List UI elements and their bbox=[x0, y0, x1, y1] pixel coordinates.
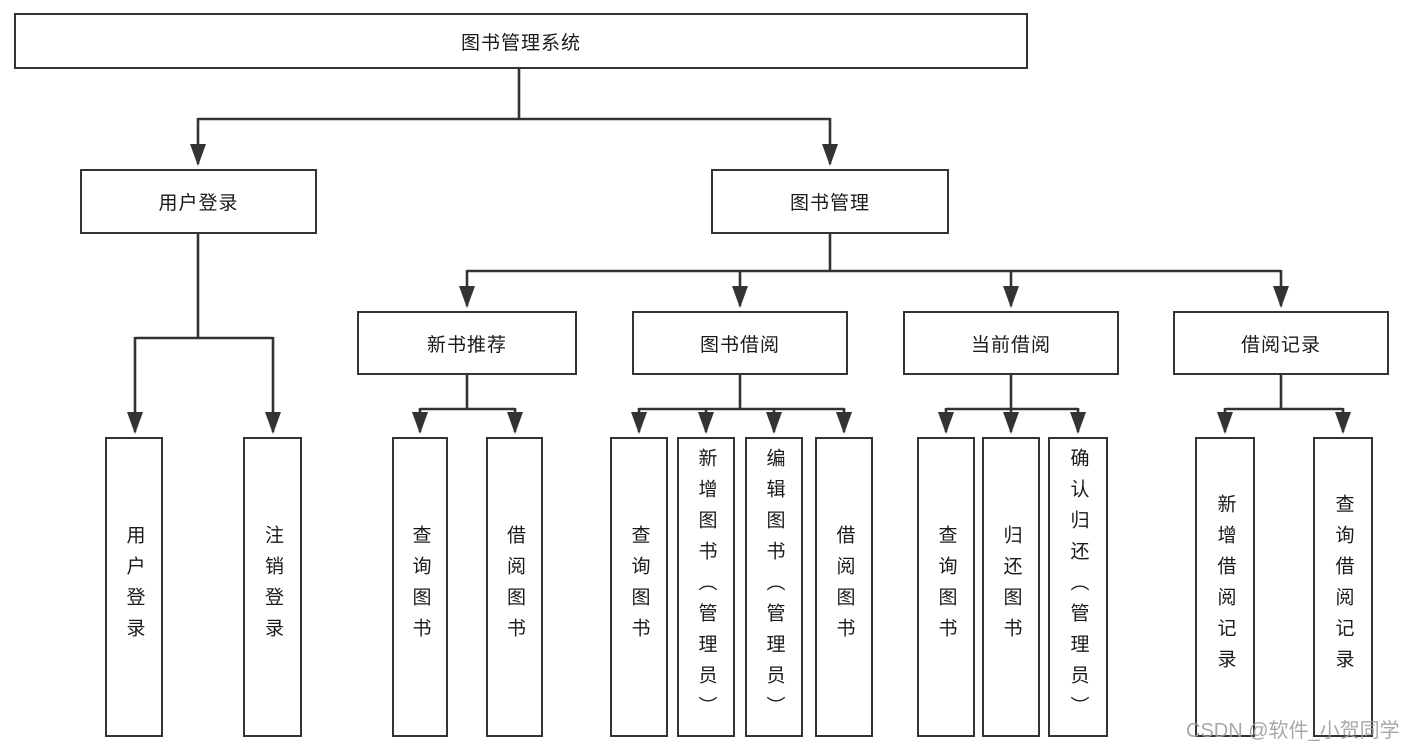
leaf-borrow-query-books: 查询图书 bbox=[610, 437, 668, 737]
node-label: 借阅图书 bbox=[504, 525, 525, 649]
node-label: 用户登录 bbox=[158, 193, 239, 214]
leaf-borrow-borrow-books: 借阅图书 bbox=[815, 437, 873, 737]
node-label: 确认归还（管理员） bbox=[1067, 447, 1089, 727]
node-label: 新书推荐 bbox=[426, 334, 507, 356]
node-current-borrow: 当前借阅 bbox=[903, 311, 1119, 375]
node-label: 归还图书 bbox=[1000, 525, 1022, 649]
leaf-current-confirm-return-admin: 确认归还（管理员） bbox=[1048, 437, 1108, 737]
leaf-recommend-query-books: 查询图书 bbox=[392, 437, 448, 737]
leaf-current-query-books: 查询图书 bbox=[917, 437, 975, 737]
node-label: 查询图书 bbox=[935, 525, 957, 649]
node-label: 借阅记录 bbox=[1240, 334, 1321, 356]
leaf-logout: 注销登录 bbox=[243, 437, 302, 737]
node-user-login-group: 用户登录 bbox=[80, 169, 317, 234]
node-label: 注销登录 bbox=[262, 525, 283, 649]
node-label: 图书管理 bbox=[789, 193, 870, 214]
leaf-borrow-add-books-admin: 新增图书（管理员） bbox=[677, 437, 735, 737]
node-book-management: 图书管理 bbox=[711, 169, 949, 234]
leaf-current-return-books: 归还图书 bbox=[982, 437, 1040, 737]
node-new-book-recommend: 新书推荐 bbox=[357, 311, 577, 375]
node-label: 查询图书 bbox=[628, 525, 650, 649]
leaf-recommend-borrow-books: 借阅图书 bbox=[486, 437, 543, 737]
node-label: 图书管理系统 bbox=[460, 32, 581, 54]
csdn-watermark: CSDN @软件_小贺同学 bbox=[1186, 720, 1400, 742]
node-borrow-records: 借阅记录 bbox=[1173, 311, 1389, 375]
leaf-records-add-borrow-record: 新增借阅记录 bbox=[1195, 437, 1255, 737]
node-label: 当前借阅 bbox=[970, 334, 1051, 356]
node-label: 新增图书（管理员） bbox=[695, 447, 717, 727]
node-label: 用户登录 bbox=[123, 525, 145, 649]
node-book-borrow: 图书借阅 bbox=[632, 311, 848, 375]
node-label: 查询借阅记录 bbox=[1332, 494, 1354, 680]
node-label: 借阅图书 bbox=[833, 525, 855, 649]
node-label: 编辑图书（管理员） bbox=[763, 447, 785, 727]
node-label: 图书借阅 bbox=[699, 334, 780, 356]
node-label: 新增借阅记录 bbox=[1214, 494, 1236, 680]
leaf-borrow-edit-books-admin: 编辑图书（管理员） bbox=[745, 437, 803, 737]
leaf-user-login: 用户登录 bbox=[105, 437, 163, 737]
leaf-records-query-borrow-record: 查询借阅记录 bbox=[1313, 437, 1373, 737]
node-label: 查询图书 bbox=[409, 525, 431, 649]
node-library-management-system: 图书管理系统 bbox=[14, 13, 1028, 69]
